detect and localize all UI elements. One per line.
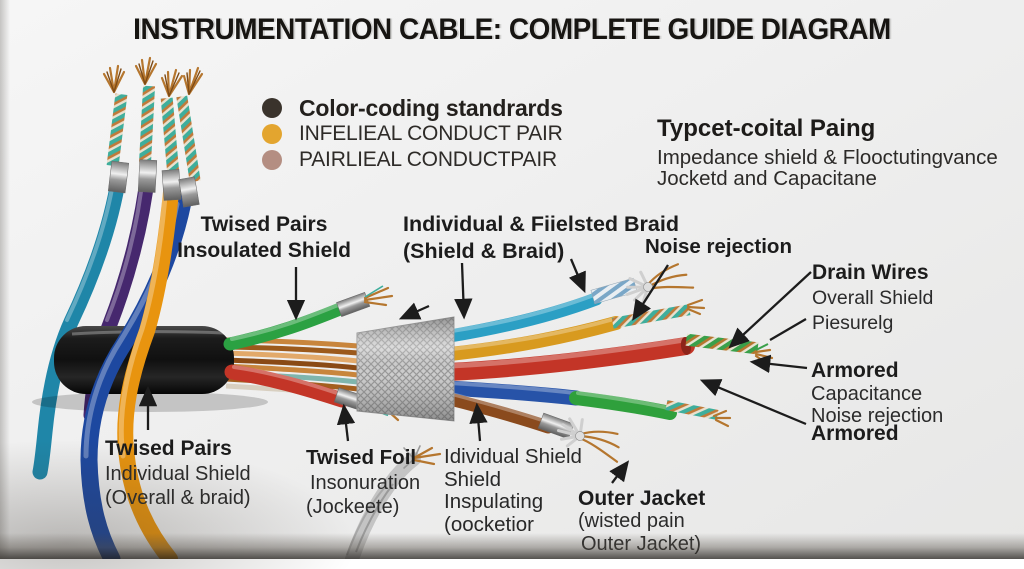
- label-armored-bottom: Armored: [811, 422, 899, 445]
- label-individual-braid: Individual & Fiielsted Braid (Shield & B…: [403, 212, 679, 263]
- wire-red-right: [439, 333, 774, 381]
- twisted-pair-top-4: [176, 66, 204, 208]
- info-line: Jocketd and Capacitane: [657, 166, 877, 190]
- legend-dot-dark: [262, 98, 282, 118]
- info-block: Typcet-coital Paing Impedance shield & F…: [657, 117, 998, 189]
- label-drain-wires: Drain Wires Overall Shield Piesurelg: [812, 261, 934, 334]
- legend-label: INFELIEAL CONDUCT PAIR: [299, 122, 563, 145]
- legend-item: PAIRLIEAL CONDUCTPAIR: [262, 147, 563, 173]
- drain-wire-spider-bottom: [556, 417, 620, 463]
- label-twisted-pairs-bottom: Twised Pairs Individual Shield (Overall …: [105, 437, 251, 509]
- label-noise-rejection-top: Noise rejection: [645, 235, 792, 258]
- label-armored-top: Armored Capacitance Noise rejection: [811, 359, 944, 427]
- legend-dot-amber: [262, 124, 282, 144]
- legend-dot-rose: [262, 150, 282, 170]
- twisted-pair-top-3: [160, 68, 184, 201]
- label-outer-jacket: Outer Jacket (wisted pain Outer Jacket): [578, 487, 706, 555]
- drain-wire-spider-top: [625, 263, 695, 304]
- legend-label: PAIRLIEAL CONDUCTPAIR: [299, 148, 557, 171]
- annotation-arrows: [138, 258, 812, 484]
- label-twisted-foil: Twised Foil Insonuration (Jockeete): [306, 446, 421, 518]
- page-title: INSTRUMENTATION CABLE: COMPLETE GUIDE DI…: [133, 13, 891, 46]
- legend-item: INFELIEAL CONDUCT PAIR: [262, 121, 563, 147]
- legend-item: Color-coding standrards: [262, 95, 563, 121]
- wire-teal-right: [443, 277, 638, 343]
- legend: Color-coding standrards INFELIEAL CONDUC…: [262, 95, 563, 173]
- wire-green-upper: [223, 285, 394, 351]
- twisted-pair-top-2: [134, 56, 158, 193]
- wire-orange-left: [117, 174, 180, 559]
- info-heading: Typcet-coital Paing: [657, 115, 876, 142]
- label-twisted-pairs-top: Twised Pairs Insoulated Shield: [177, 213, 351, 262]
- cable-shadow: [32, 392, 268, 412]
- shield-braid: [356, 316, 455, 422]
- label-individual-shield-bottom: Idividual Shield Shield Inspulating (ooc…: [444, 445, 582, 536]
- wire-amber-right: [443, 298, 706, 361]
- twisted-pair-top-1: [102, 64, 130, 194]
- info-line: Impedance shield & Flooctutingvance: [657, 146, 998, 169]
- legend-label: Color-coding standrards: [299, 94, 563, 121]
- wire-blue-green-right: [440, 380, 732, 428]
